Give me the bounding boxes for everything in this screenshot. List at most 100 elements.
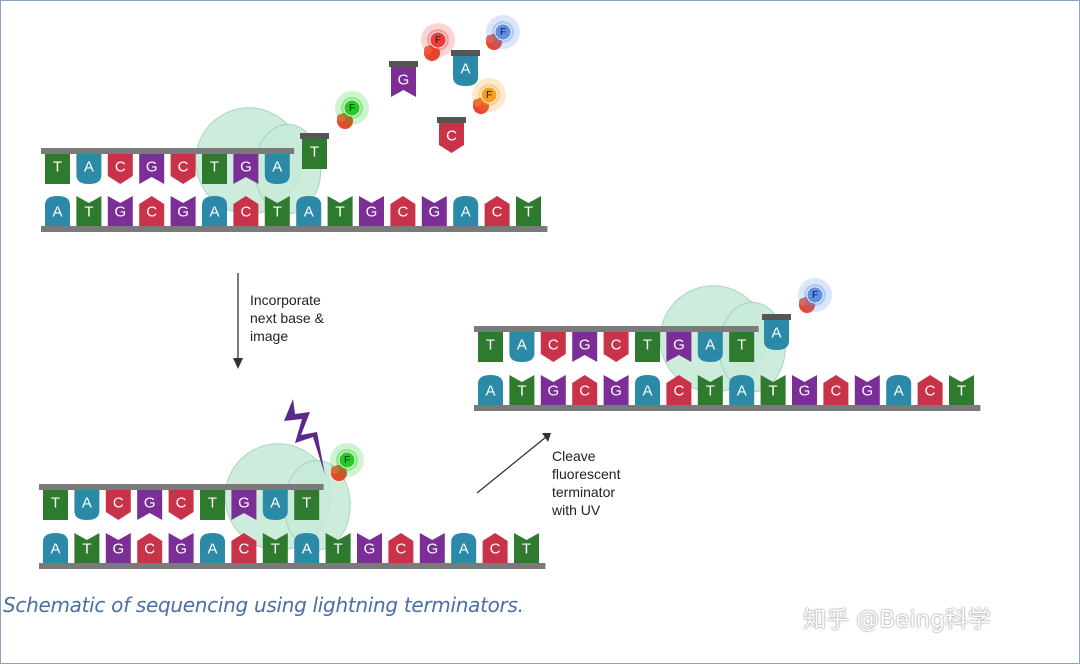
base-letter-c: C: [176, 495, 187, 512]
base-t: [635, 332, 660, 362]
fluorophore-label: F: [344, 455, 350, 466]
base-c: [572, 375, 598, 405]
base-letter-a: A: [272, 159, 282, 176]
base-letter-g: G: [146, 159, 158, 176]
base-t: [202, 154, 227, 184]
base-c: [231, 533, 257, 563]
base-g: [792, 375, 817, 405]
base-letter-a: A: [84, 159, 94, 176]
base-c: [390, 196, 416, 226]
base-c: [917, 375, 943, 405]
base-a: [45, 196, 70, 226]
base-letter-t: T: [51, 495, 60, 512]
base-letter-t: T: [210, 159, 219, 176]
base-letter-c: C: [238, 541, 249, 558]
bottom-backbone: [41, 226, 548, 232]
step3-nucleotides: AF: [762, 278, 832, 350]
base-letter-a: A: [460, 61, 470, 78]
base-letter-c: C: [492, 204, 503, 221]
fluorophore-label: F: [500, 27, 506, 38]
base-c: [439, 123, 464, 153]
base-letter-g: G: [177, 204, 189, 221]
base-a: [451, 533, 477, 563]
base-letter-g: G: [579, 337, 591, 354]
base-letter-t: T: [522, 541, 531, 558]
base-a: [453, 196, 479, 226]
base-g: [572, 332, 598, 362]
blocker-group: [473, 99, 481, 107]
base-letter-g: G: [428, 204, 440, 221]
base-letter-t: T: [524, 204, 533, 221]
base-c: [823, 375, 849, 405]
fluorophore: [343, 99, 361, 117]
base-letter-c: C: [144, 541, 155, 558]
terminator-cap: [762, 314, 791, 320]
figure-caption: Schematic of sequencing using lightning …: [3, 593, 524, 617]
base-g: [357, 533, 382, 563]
base-letter-t: T: [336, 204, 345, 221]
base-letter-a: A: [207, 541, 217, 558]
blocker-group: [331, 466, 339, 474]
base-letter-g: G: [799, 383, 811, 400]
base-g: [231, 490, 257, 520]
fluorophore: [806, 286, 824, 304]
bottom-backbone: [39, 563, 546, 569]
base-g: [419, 533, 445, 563]
base-a: [76, 154, 102, 184]
base-t: [327, 196, 353, 226]
base-c: [107, 154, 133, 184]
base-letter-a: A: [461, 204, 471, 221]
base-letter-g: G: [112, 541, 124, 558]
blocker-group: [337, 114, 345, 122]
fluorophore: [429, 31, 447, 49]
base-t: [262, 533, 288, 563]
bottom-backbone: [474, 405, 981, 411]
base-letter-a: A: [894, 383, 904, 400]
base-c: [603, 332, 629, 362]
base-letter-t: T: [957, 383, 966, 400]
base-letter-t: T: [302, 495, 311, 512]
base-letter-g: G: [240, 159, 252, 176]
base-letter-c: C: [146, 204, 157, 221]
fluorophore: [494, 23, 512, 41]
base-letter-c: C: [240, 204, 251, 221]
fluorophore-label: F: [349, 103, 355, 114]
base-a: [729, 375, 755, 405]
base-g: [854, 375, 880, 405]
base-letter-a: A: [82, 495, 92, 512]
base-letter-g: G: [364, 541, 376, 558]
base-letter-t: T: [271, 541, 280, 558]
base-g: [359, 196, 384, 226]
base-letter-g: G: [144, 495, 156, 512]
base-c: [666, 375, 692, 405]
base-letter-t: T: [517, 383, 526, 400]
fluorophore: [480, 86, 498, 104]
base-c: [482, 533, 508, 563]
base-letter-t: T: [84, 204, 93, 221]
base-letter-t: T: [706, 383, 715, 400]
base-letter-c: C: [115, 159, 126, 176]
base-c: [168, 490, 194, 520]
base-c: [388, 533, 414, 563]
base-letter-a: A: [302, 541, 312, 558]
base-g: [233, 154, 259, 184]
base-t: [949, 375, 974, 405]
base-g: [137, 490, 163, 520]
base-letter-t: T: [82, 541, 91, 558]
base-a: [264, 154, 290, 184]
base-letter-c: C: [113, 495, 124, 512]
cleave-arrow: [476, 436, 547, 494]
step2-uv: F: [284, 399, 364, 481]
base-letter-a: A: [517, 337, 527, 354]
base-letter-g: G: [114, 204, 126, 221]
base-letter-g: G: [366, 204, 378, 221]
base-a: [635, 375, 660, 405]
base-letter-g: G: [238, 495, 250, 512]
base-t: [45, 154, 70, 184]
base-letter-t: T: [486, 337, 495, 354]
base-letter-a: A: [270, 495, 280, 512]
